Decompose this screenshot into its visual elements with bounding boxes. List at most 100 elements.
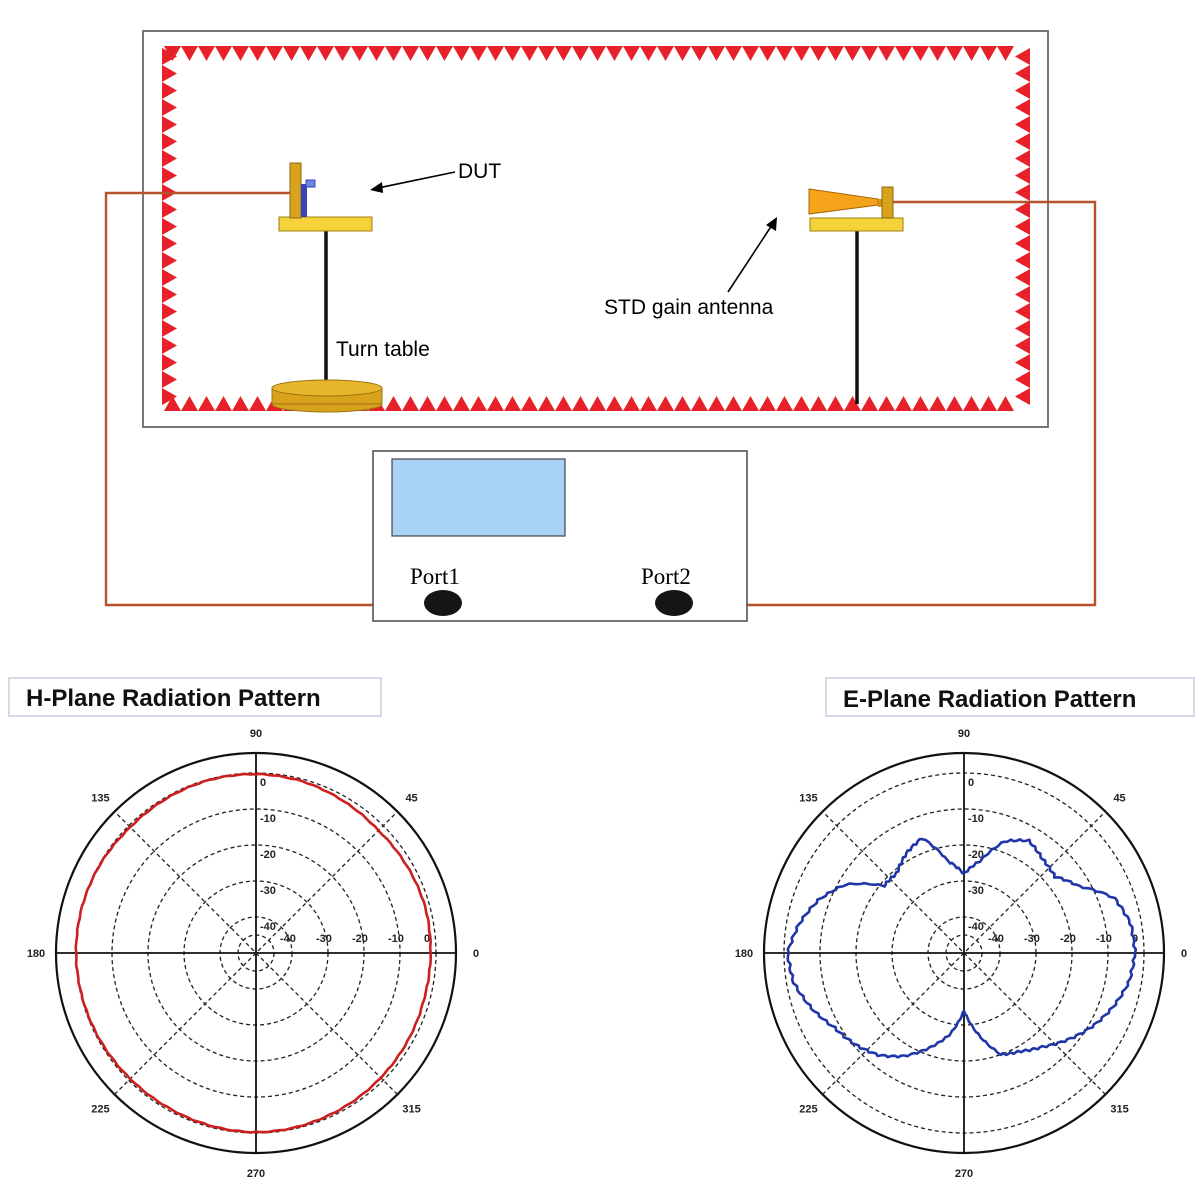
absorber-cone	[419, 46, 436, 61]
absorber-cone	[861, 46, 878, 61]
radial-tick-label: -10	[388, 933, 404, 945]
horn-feed	[878, 199, 883, 207]
absorber-cone	[521, 46, 538, 61]
absorber-cone	[708, 396, 725, 411]
absorber-cone	[232, 396, 249, 411]
polar-grid-spoke	[822, 811, 1106, 1095]
absorber-cone	[181, 396, 198, 411]
dut-assembly	[271, 162, 383, 413]
absorber-cone	[606, 396, 623, 411]
absorber-cone	[844, 396, 861, 411]
absorber-cone	[895, 46, 912, 61]
absorber-cone	[1015, 337, 1030, 354]
absorber-cone	[912, 46, 929, 61]
network-analyzer: Port1 Port2	[372, 450, 748, 622]
absorber-cone	[162, 116, 177, 133]
absorber-cones	[162, 46, 1030, 411]
absorber-cone	[368, 46, 385, 61]
angle-tick-label: 0	[1181, 948, 1187, 960]
absorber-cone	[878, 46, 895, 61]
absorber-cone	[759, 46, 776, 61]
absorber-cone	[162, 150, 177, 167]
absorber-cone	[402, 396, 419, 411]
absorber-cone	[708, 46, 725, 61]
std-platform	[809, 217, 904, 232]
absorber-cone	[470, 46, 487, 61]
e-plane-polar-plot: 045901351802252703150-10-20-30-40-40-30-…	[735, 728, 1187, 1180]
absorber-cone	[521, 396, 538, 411]
e-plane-chart: E-Plane Radiation Pattern 04590135180225…	[735, 677, 1195, 1180]
dut-post	[289, 162, 302, 219]
radial-tick-label: -10	[1096, 933, 1112, 945]
h-plane-title-box	[8, 677, 382, 717]
radial-tick-label: -20	[260, 849, 276, 861]
radial-tick-label: -10	[260, 813, 276, 825]
radiation-pattern-trace	[786, 837, 1138, 1059]
turntable-top	[271, 379, 383, 397]
radial-tick-label: -40	[260, 921, 276, 933]
absorber-cone	[487, 46, 504, 61]
absorber-cone	[776, 396, 793, 411]
absorber-cone	[929, 396, 946, 411]
dut-platform	[278, 216, 373, 232]
absorber-cone	[402, 46, 419, 61]
absorber-cone	[162, 371, 177, 388]
radiation-pattern-trace	[74, 772, 432, 1134]
absorber-cone	[283, 46, 300, 61]
absorber-cone	[470, 396, 487, 411]
absorber-cone	[162, 48, 177, 65]
port1-connector	[424, 590, 462, 616]
radial-tick-label: -20	[352, 933, 368, 945]
port1-label: Port1	[410, 564, 460, 589]
absorber-cone	[162, 388, 177, 405]
absorber-cone	[232, 46, 249, 61]
radial-tick-label: -40	[280, 933, 296, 945]
absorber-cone	[1015, 303, 1030, 320]
absorber-cone	[162, 286, 177, 303]
absorber-cone	[878, 396, 895, 411]
absorber-cone	[793, 396, 810, 411]
absorber-cone	[895, 396, 912, 411]
absorber-cone	[980, 46, 997, 61]
absorber-cone	[162, 354, 177, 371]
e-plane-title: E-Plane Radiation Pattern	[843, 686, 1136, 713]
absorber-cone	[453, 396, 470, 411]
absorber-cone	[419, 396, 436, 411]
network-analyzer-screen	[391, 458, 566, 537]
angle-tick-label: 90	[958, 728, 970, 740]
radial-tick-label: 0	[424, 933, 430, 945]
absorber-cone	[1015, 167, 1030, 184]
absorber-cone	[1015, 235, 1030, 252]
absorber-cone	[623, 396, 640, 411]
absorber-cone	[300, 46, 317, 61]
absorber-cone	[759, 396, 776, 411]
absorber-cone	[162, 99, 177, 116]
absorber-cone	[861, 396, 878, 411]
radial-tick-label: -20	[1060, 933, 1076, 945]
radial-tick-label: -30	[1024, 933, 1040, 945]
absorber-cone	[162, 337, 177, 354]
absorber-cone	[453, 46, 470, 61]
angle-tick-label: 45	[405, 792, 417, 804]
absorber-cone	[1015, 82, 1030, 99]
angle-tick-label: 135	[91, 792, 109, 804]
absorber-cone	[385, 396, 402, 411]
absorber-cone	[351, 46, 368, 61]
absorber-cone	[162, 303, 177, 320]
absorber-cone	[912, 396, 929, 411]
absorber-cone	[640, 396, 657, 411]
absorber-cone	[436, 396, 453, 411]
absorber-cone	[980, 396, 997, 411]
angle-tick-label: 270	[247, 1168, 265, 1180]
absorber-cone	[1015, 184, 1030, 201]
absorber-cone	[215, 46, 232, 61]
absorber-cone	[162, 269, 177, 286]
angle-tick-label: 180	[27, 948, 45, 960]
absorber-cone	[1015, 371, 1030, 388]
absorber-cone	[555, 396, 572, 411]
absorber-cone	[164, 396, 181, 411]
absorber-cone	[589, 396, 606, 411]
absorber-cone	[162, 65, 177, 82]
radial-tick-label: 0	[968, 777, 974, 789]
absorber-cone	[963, 46, 980, 61]
